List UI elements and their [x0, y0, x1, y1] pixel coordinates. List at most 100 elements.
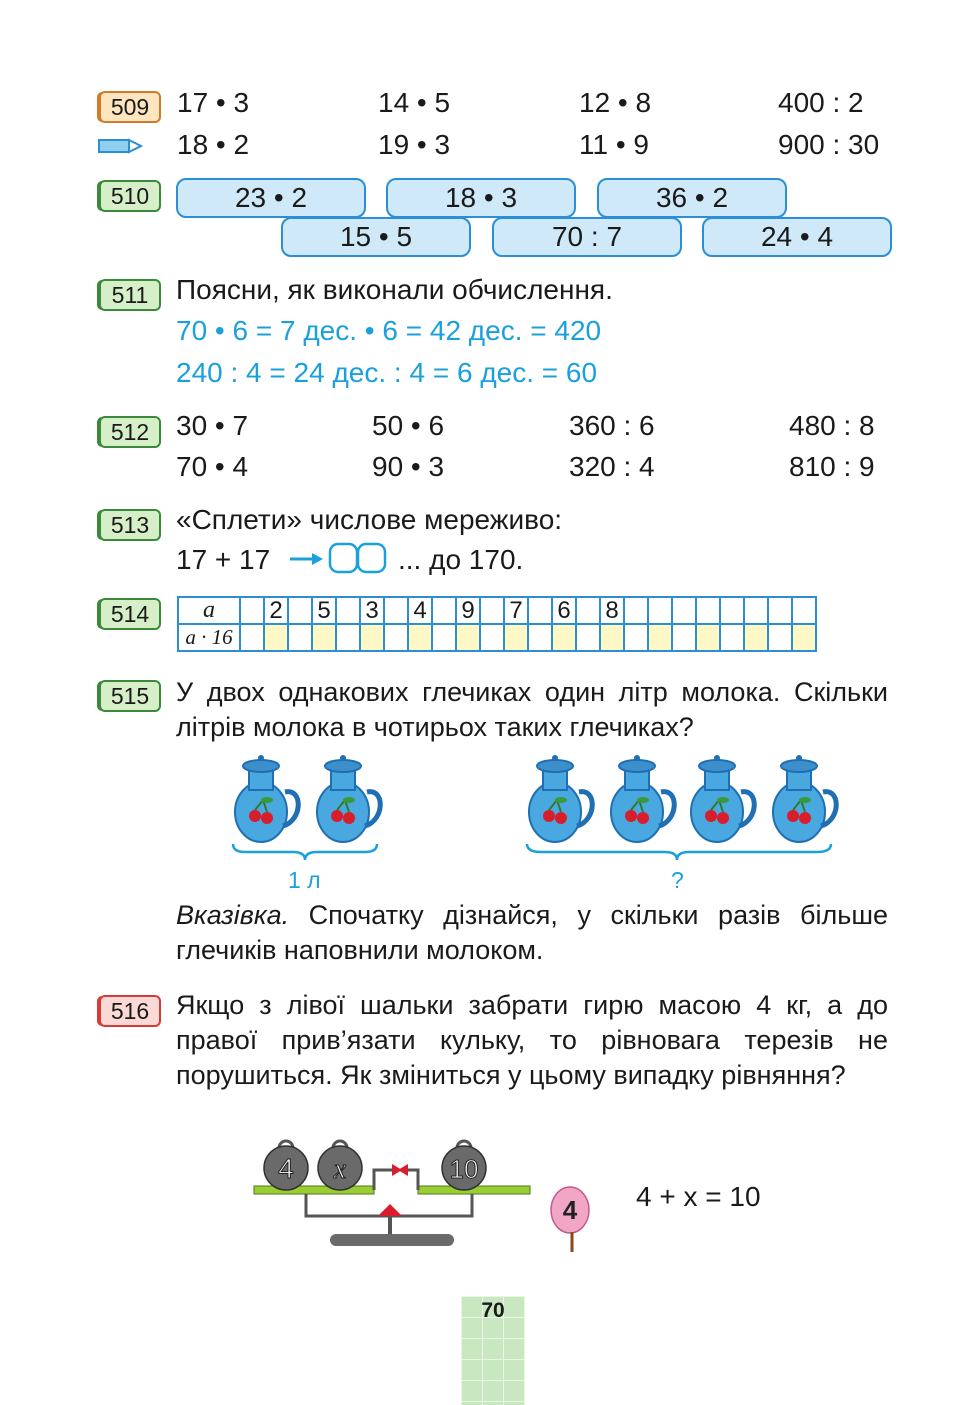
- table-cell: [527, 596, 553, 625]
- page-number: 70: [481, 1299, 505, 1322]
- jug-icon: [773, 755, 836, 842]
- balance-scale: 4 x 10 4: [253, 1139, 590, 1252]
- task-number-510: 510: [99, 180, 161, 212]
- table-cell: [575, 596, 601, 625]
- table-header-a: a: [177, 596, 241, 625]
- task-515-text: У двох однакових глечиках один літр моло…: [176, 677, 888, 742]
- task-513-expr: 17 + 17: [176, 544, 271, 575]
- task-number-516: 516: [99, 995, 161, 1027]
- expr-512-2-2: 90 • 3: [372, 451, 445, 482]
- expr-512-1-3: 360 : 6: [569, 410, 655, 441]
- expr-512-2-3: 320 : 4: [569, 451, 655, 482]
- table-cell: [719, 623, 745, 652]
- task-number-511: 511: [99, 279, 161, 311]
- expr-509-1-3: 12 • 8: [579, 87, 652, 118]
- table-cell: [671, 623, 697, 652]
- expr-pill: 23 • 2: [176, 178, 366, 218]
- table-cell-answer[interactable]: [455, 623, 481, 652]
- table-header-a16: a · 16: [177, 623, 241, 652]
- table-cell: [479, 623, 505, 652]
- table-cell: 2: [263, 596, 289, 625]
- table-cell-answer[interactable]: [743, 623, 769, 652]
- table-cell: [575, 623, 601, 652]
- page-number-box: 70: [461, 1296, 525, 1405]
- table-cell-answer[interactable]: [311, 623, 337, 652]
- weight-label-x: x: [333, 1154, 347, 1185]
- table-cell-answer[interactable]: [695, 623, 721, 652]
- table-cell: 6: [551, 596, 577, 625]
- expr-pill: 24 • 4: [702, 217, 892, 257]
- expr-pill: 70 : 7: [492, 217, 682, 257]
- table-cell: [695, 596, 721, 625]
- table-cell: [239, 596, 265, 625]
- jug-icon: [691, 755, 754, 842]
- table-cell: [767, 623, 793, 652]
- table-cell-answer[interactable]: [647, 623, 673, 652]
- expr-512-2-1: 70 • 4: [176, 451, 249, 482]
- label-one-liter: 1 л: [288, 867, 321, 893]
- expr-pill: 15 • 5: [281, 217, 471, 257]
- table-cell: [239, 623, 265, 652]
- expr-pill: 18 • 3: [386, 178, 576, 218]
- expr-509-2-4: 900 : 30: [778, 129, 880, 160]
- table-cell: [335, 596, 361, 625]
- equation: 4 + x = 10: [636, 1181, 761, 1212]
- expr-512-1-1: 30 • 7: [176, 410, 249, 441]
- expr-509-1-4: 400 : 2: [778, 87, 864, 118]
- jug-icon: [611, 755, 674, 842]
- empty-boxes-icon: [328, 542, 387, 574]
- task-516-text: Якщо з лівої шальки забрати гирю масою 4…: [176, 990, 888, 1090]
- table-cell-answer[interactable]: [263, 623, 289, 652]
- task-number-513: 513: [99, 509, 161, 541]
- task-number-514: 514: [99, 598, 161, 630]
- table-cell: [431, 596, 457, 625]
- table-cell: [527, 623, 553, 652]
- table-cell: 8: [599, 596, 625, 625]
- table-cell: [623, 623, 649, 652]
- table-cell-answer[interactable]: [407, 623, 433, 652]
- task-number-515: 515: [99, 680, 161, 712]
- weight-label-10: 10: [450, 1154, 479, 1184]
- expr-512-2-4: 810 : 9: [789, 451, 875, 482]
- weight-label-4: 4: [278, 1153, 294, 1184]
- expr-509-2-3: 11 • 9: [579, 129, 649, 160]
- table-cell: [287, 596, 313, 625]
- jug-icon: [235, 755, 298, 842]
- table-cell: [431, 623, 457, 652]
- table-cell: 3: [359, 596, 385, 625]
- label-question: ?: [671, 867, 684, 893]
- table-cell: [767, 596, 793, 625]
- table-cell: [791, 596, 817, 625]
- expr-512-1-4: 480 : 8: [789, 410, 875, 441]
- table-cell: [647, 596, 673, 625]
- task-511-line1: 70 • 6 = 7 дес. • 6 = 42 дес. = 420: [176, 315, 602, 346]
- expr-pill: 36 • 2: [597, 178, 787, 218]
- expr-509-2-1: 18 • 2: [177, 129, 250, 160]
- table-cell: 4: [407, 596, 433, 625]
- table-cell: 5: [311, 596, 337, 625]
- table-cell-answer[interactable]: [503, 623, 529, 652]
- table-cell: 9: [455, 596, 481, 625]
- arrow-right-icon: [290, 553, 323, 565]
- value-table: a 2 5 3 4 9 7 6 8 a · 16: [177, 596, 817, 652]
- table-cell: [287, 623, 313, 652]
- table-row-a16: a · 16: [177, 623, 817, 652]
- jug-icon: [529, 755, 592, 842]
- table-cell-answer[interactable]: [359, 623, 385, 652]
- expr-512-1-2: 50 • 6: [372, 410, 445, 441]
- expr-509-1-2: 14 • 5: [378, 87, 451, 118]
- table-cell-answer[interactable]: [551, 623, 577, 652]
- table-row-a: a 2 5 3 4 9 7 6 8: [177, 596, 817, 625]
- table-cell: [383, 596, 409, 625]
- jugs-illustration: [231, 752, 845, 861]
- table-cell-answer[interactable]: [791, 623, 817, 652]
- table-cell-answer[interactable]: [599, 623, 625, 652]
- task-number-512: 512: [99, 416, 161, 448]
- task-511-line2: 240 : 4 = 24 дес. : 4 = 6 дес. = 60: [176, 357, 598, 388]
- table-cell: [743, 596, 769, 625]
- task-511-prompt: Поясни, як виконали обчислення.: [176, 274, 613, 305]
- hint-label: Вказівка.: [176, 900, 290, 930]
- expr-509-2-2: 19 • 3: [378, 129, 451, 160]
- table-cell: [479, 596, 505, 625]
- balloon-label: 4: [563, 1195, 578, 1225]
